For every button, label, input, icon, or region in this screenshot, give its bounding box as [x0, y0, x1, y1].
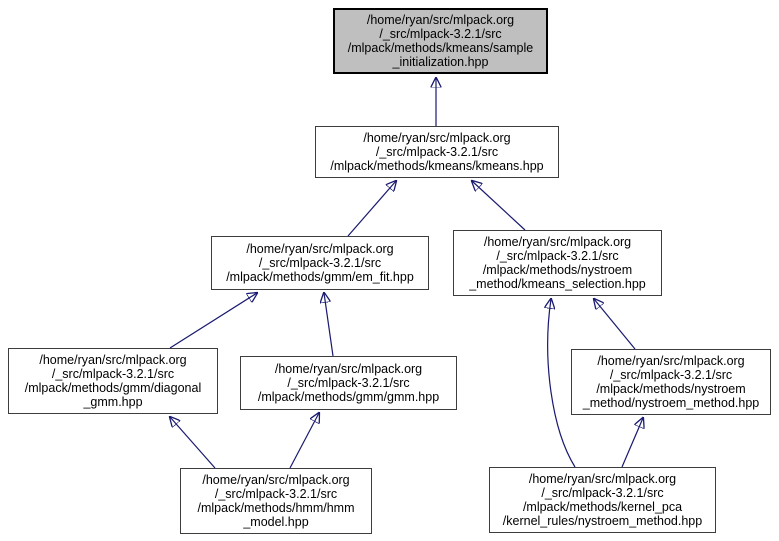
node-sample-initialization-hpp[interactable]: /home/ryan/src/mlpack.org /_src/mlpack-3… [333, 8, 548, 74]
node-nystroem-method-hpp[interactable]: /home/ryan/src/mlpack.org /_src/mlpack-3… [571, 349, 771, 415]
node-text-line: /mlpack/methods/kmeans/sample [347, 41, 534, 55]
edge-hmm-model-to-diagonal-gmm [170, 417, 216, 469]
node-text-line: /kernel_rules/nystroem_method.hpp [502, 514, 703, 528]
edge-kmeans-selection-to-kmeans [472, 181, 526, 231]
node-text-line: _model.hpp [243, 515, 309, 529]
node-text-line: _method/kmeans_selection.hpp [469, 277, 646, 291]
node-hmm-model-hpp[interactable]: /home/ryan/src/mlpack.org /_src/mlpack-3… [180, 468, 372, 534]
node-text-line: /_src/mlpack-3.2.1/src [258, 256, 382, 270]
node-kmeans-hpp[interactable]: /home/ryan/src/mlpack.org /_src/mlpack-3… [315, 126, 559, 178]
edge-diagonal-gmm-to-em-fit [169, 293, 257, 349]
node-kmeans-selection-hpp[interactable]: /home/ryan/src/mlpack.org /_src/mlpack-3… [453, 230, 662, 296]
node-text-line: /_src/mlpack-3.2.1/src [287, 376, 410, 390]
node-text-line: /_src/mlpack-3.2.1/src [375, 145, 499, 159]
edge-kernel-pca-nystroem-to-nystroem-method [621, 418, 643, 468]
edge-hmm-model-to-gmm [289, 413, 319, 469]
node-text-line: /mlpack/methods/gmm/gmm.hpp [257, 390, 440, 404]
node-text-line: /home/ryan/src/mlpack.org [366, 13, 515, 27]
node-text-line: /home/ryan/src/mlpack.org [39, 353, 187, 367]
edge-gmm-to-em-fit [324, 293, 334, 357]
node-diagonal-gmm-hpp[interactable]: /home/ryan/src/mlpack.org /_src/mlpack-3… [8, 348, 218, 414]
node-text-line: /mlpack/methods/gmm/diagonal [24, 381, 202, 395]
node-text-line: _method/nystroem_method.hpp [582, 396, 760, 410]
node-text-line: /mlpack/methods/nystroem [482, 263, 633, 277]
edge-nystroem-method-to-kmeans-selection [594, 299, 636, 350]
node-text-line: /_src/mlpack-3.2.1/src [541, 486, 664, 500]
node-text-line: /mlpack/methods/hmm/hmm [197, 501, 355, 515]
node-text-line: /_src/mlpack-3.2.1/src [609, 368, 733, 382]
node-text-line: /home/ryan/src/mlpack.org [597, 354, 745, 368]
node-em-fit-hpp[interactable]: /home/ryan/src/mlpack.org /_src/mlpack-3… [211, 236, 429, 290]
node-text-line: _initialization.hpp [392, 55, 489, 69]
node-text-line: /_src/mlpack-3.2.1/src [214, 487, 338, 501]
node-text-line: _gmm.hpp [83, 395, 143, 409]
node-text-line: /home/ryan/src/mlpack.org [528, 472, 677, 486]
node-text-line: /home/ryan/src/mlpack.org [363, 131, 511, 145]
node-text-line: /mlpack/methods/kmeans/kmeans.hpp [330, 159, 544, 173]
edge-em-fit-to-kmeans [347, 181, 396, 237]
node-text-line: /home/ryan/src/mlpack.org [202, 473, 350, 487]
node-text-line: /_src/mlpack-3.2.1/src [379, 27, 502, 41]
node-text-line: /home/ryan/src/mlpack.org [483, 235, 632, 249]
node-text-line: /mlpack/methods/gmm/em_fit.hpp [226, 270, 414, 284]
node-text-line: /mlpack/methods/kernel_pca [522, 500, 683, 514]
edge-kernel-pca-nystroem-to-kmeans-selection [548, 299, 576, 468]
node-text-line: /_src/mlpack-3.2.1/src [496, 249, 619, 263]
node-text-line: /_src/mlpack-3.2.1/src [51, 367, 175, 381]
node-kernel-rules-nystroem-method-hpp[interactable]: /home/ryan/src/mlpack.org /_src/mlpack-3… [489, 467, 716, 533]
node-text-line: /mlpack/methods/nystroem [596, 382, 746, 396]
node-text-line: /home/ryan/src/mlpack.org [274, 362, 423, 376]
node-text-line: /home/ryan/src/mlpack.org [246, 242, 394, 256]
node-gmm-hpp[interactable]: /home/ryan/src/mlpack.org /_src/mlpack-3… [240, 356, 457, 410]
